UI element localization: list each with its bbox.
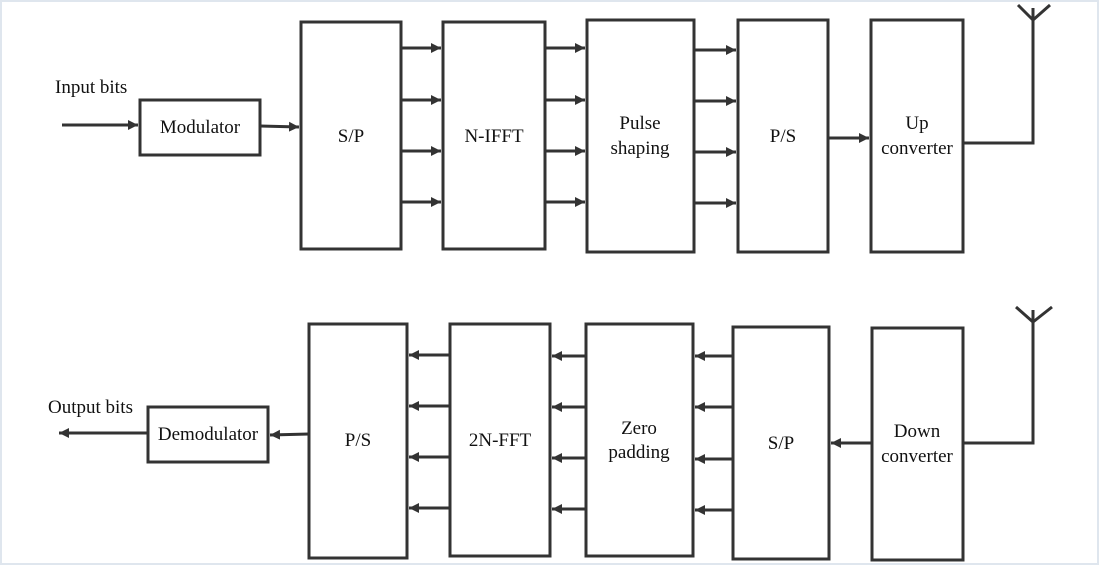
sp-label-rx: S/P <box>768 433 794 454</box>
ps-block-tx <box>736 18 830 254</box>
ps-label-tx: P/S <box>770 126 796 147</box>
up-converter-block <box>869 18 965 254</box>
sp-to-nifft-arrows <box>401 43 441 207</box>
up-converter-label-line1: Up <box>905 113 928 134</box>
output-bits-label: Output bits <box>48 397 133 418</box>
2n-fft-label: 2N-FFT <box>469 430 532 451</box>
pulse-shaping-block <box>585 18 696 254</box>
pulse-shaping-label-line2: shaping <box>610 138 670 159</box>
pulse-to-ps-arrows <box>694 45 736 208</box>
zero-padding-block <box>584 322 695 558</box>
demodulator-label: Demodulator <box>158 424 259 445</box>
zero-padding-label-line2: padding <box>608 442 670 463</box>
tx-antenna-icon <box>963 3 1051 145</box>
ps-label-rx: P/S <box>345 430 371 451</box>
ps-block-rx <box>307 322 409 560</box>
demodulator-block <box>146 405 270 464</box>
sp-label-tx: S/P <box>338 126 364 147</box>
fft-to-ps-arrows <box>409 350 450 513</box>
nifft-block <box>441 20 547 251</box>
zero-to-fft-arrows <box>552 351 586 514</box>
down-converter-block <box>870 326 965 562</box>
nifft-label: N-IFFT <box>464 126 524 147</box>
receiver-chain: Output bits Demodulator P/S 2N-FFT Zero … <box>48 305 1053 562</box>
zero-padding-label-line1: Zero <box>621 418 657 439</box>
pulse-shaping-label-line1: Pulse <box>619 113 660 134</box>
transmitter-chain: Input bits Modulator S/P N-IFFT Pulse sh… <box>55 3 1051 254</box>
2n-fft-block <box>448 322 552 558</box>
up-converter-label-line2: converter <box>881 138 953 159</box>
ps-to-demodulator-arrow <box>269 429 310 440</box>
sp-block-tx <box>299 20 403 251</box>
rx-antenna-icon <box>963 305 1053 445</box>
modulator-block <box>138 98 262 157</box>
modulator-to-sp-arrow <box>259 121 300 132</box>
modulator-label: Modulator <box>160 117 241 138</box>
nifft-to-pulse-arrows <box>545 43 585 207</box>
down-converter-label-line2: converter <box>881 446 953 467</box>
down-converter-label-line1: Down <box>894 421 941 442</box>
sp-to-zero-arrows <box>695 351 733 515</box>
input-bits-label: Input bits <box>55 77 127 98</box>
sp-block-rx <box>731 325 831 561</box>
